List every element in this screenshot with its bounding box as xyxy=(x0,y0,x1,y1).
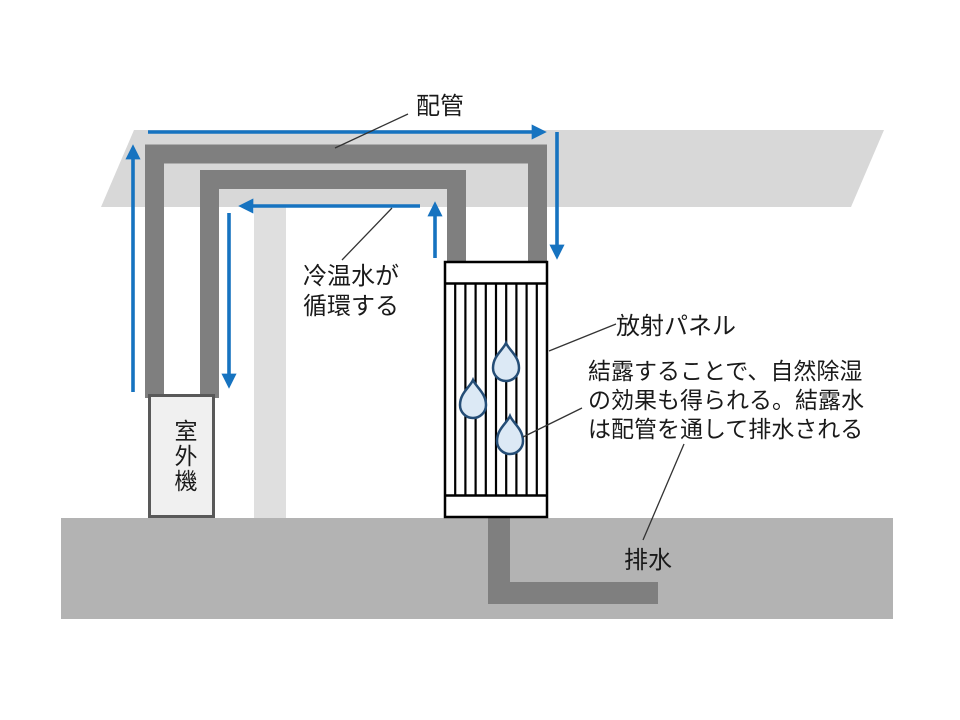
outdoor-unit-label: 室外機 xyxy=(171,419,198,494)
circulation-leader-line xyxy=(341,207,393,261)
piping-leader-line xyxy=(334,113,409,149)
wall-column xyxy=(254,205,286,518)
drain-pipe xyxy=(488,515,658,604)
inner-pipe xyxy=(200,170,466,398)
leader-lines xyxy=(334,113,685,541)
piping-label: 配管 xyxy=(416,93,464,120)
outer-pipe xyxy=(145,144,547,398)
condensation-note: 結露することで、自然除湿 の効果も得られる。結露水 は配管を通して排水される xyxy=(588,358,864,442)
drainage-label: 排水 xyxy=(624,547,672,574)
condensation-leader-line xyxy=(522,407,583,438)
droplet-icon xyxy=(495,412,525,456)
drainage-leader-line xyxy=(642,443,685,541)
radiant-panel-label: 放射パネル xyxy=(616,313,736,340)
droplet-icon xyxy=(491,339,521,383)
radiant-panel xyxy=(443,260,549,519)
circulation-label: 冷温水が 循環する xyxy=(303,263,399,320)
flow-arrows xyxy=(125,124,565,392)
floor-slab xyxy=(61,518,893,619)
outdoor-unit-box xyxy=(148,394,215,518)
condensation-droplets xyxy=(458,339,525,456)
droplet-icon xyxy=(458,376,488,420)
radiant-panel-leader-line xyxy=(548,323,617,352)
